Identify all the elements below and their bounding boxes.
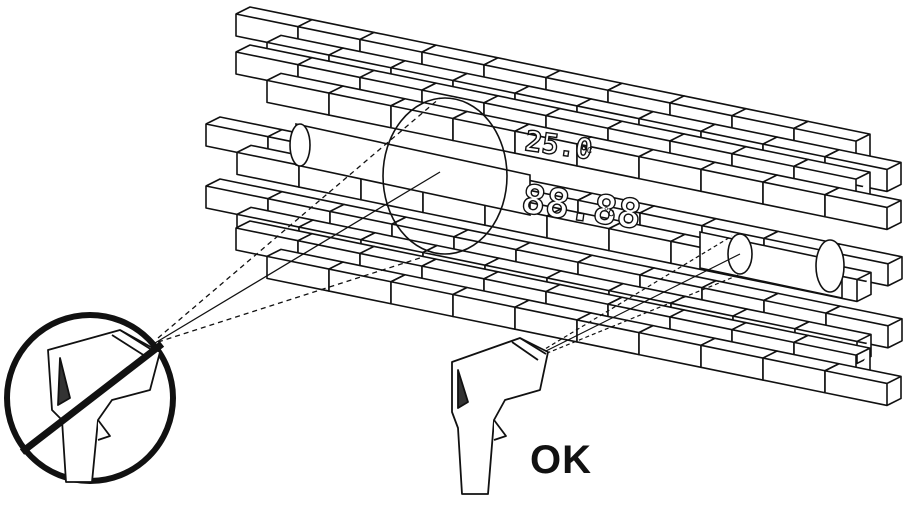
brick [824, 362, 902, 407]
reading-small: 25.0 [523, 124, 594, 166]
pipe-end-ellipse [815, 239, 845, 293]
unit-small: °c [582, 143, 594, 156]
far-measurement-lines [149, 97, 441, 347]
prohibited-circle-icon [4, 312, 176, 484]
unit-large: °c [603, 204, 616, 219]
pipe-in-wall [289, 123, 845, 299]
ir-thermometer-gun-icon [451, 337, 549, 495]
near-measurement-lines [539, 235, 747, 357]
brick [824, 186, 902, 231]
large-spot-ellipse [382, 97, 508, 255]
ok-label: OK [530, 438, 592, 482]
